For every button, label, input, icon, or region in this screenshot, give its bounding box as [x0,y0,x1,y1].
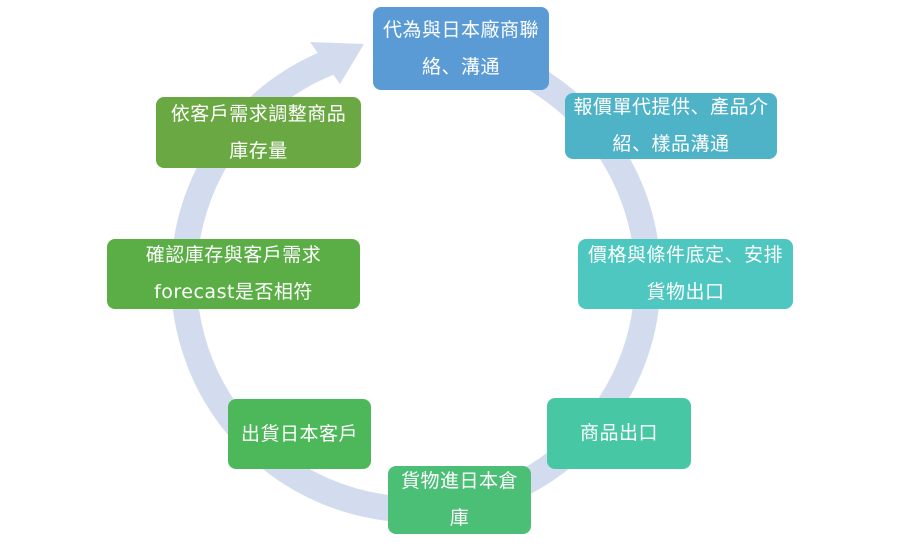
step-2-label: 報價單代提供、產品介紹、樣品溝通 [573,96,769,155]
step-4-export-goods: 商品出口 [547,398,691,469]
step-7-check-inventory-forecast: 確認庫存與客戶需求forecast是否相符 [107,239,360,309]
step-6-label: 出貨日本客戶 [240,422,358,445]
step-7-label: 確認庫存與客戶需求forecast是否相符 [145,244,322,303]
step-3-price-terms-export: 價格與條件底定、安排貨物出口 [578,239,793,309]
step-4-label: 商品出口 [579,422,658,444]
step-5-label: 貨物進日本倉庫 [400,470,518,529]
step-1-contact-manufacturer: 代為與日本廠商聯絡、溝通 [373,7,549,90]
step-6-ship-to-customer: 出貨日本客戶 [228,399,371,469]
step-1-label: 代為與日本廠商聯絡、溝通 [382,18,539,78]
step-8-label: 依客戶需求調整商品庫存量 [170,102,347,162]
step-3-label: 價格與條件底定、安排貨物出口 [587,244,783,303]
step-5-warehouse-japan: 貨物進日本倉庫 [388,466,531,534]
cycle-arrowhead [310,42,364,84]
step-8-adjust-inventory: 依客戶需求調整商品庫存量 [156,97,361,168]
step-2-quotation-samples: 報價單代提供、產品介紹、樣品溝通 [565,93,777,159]
